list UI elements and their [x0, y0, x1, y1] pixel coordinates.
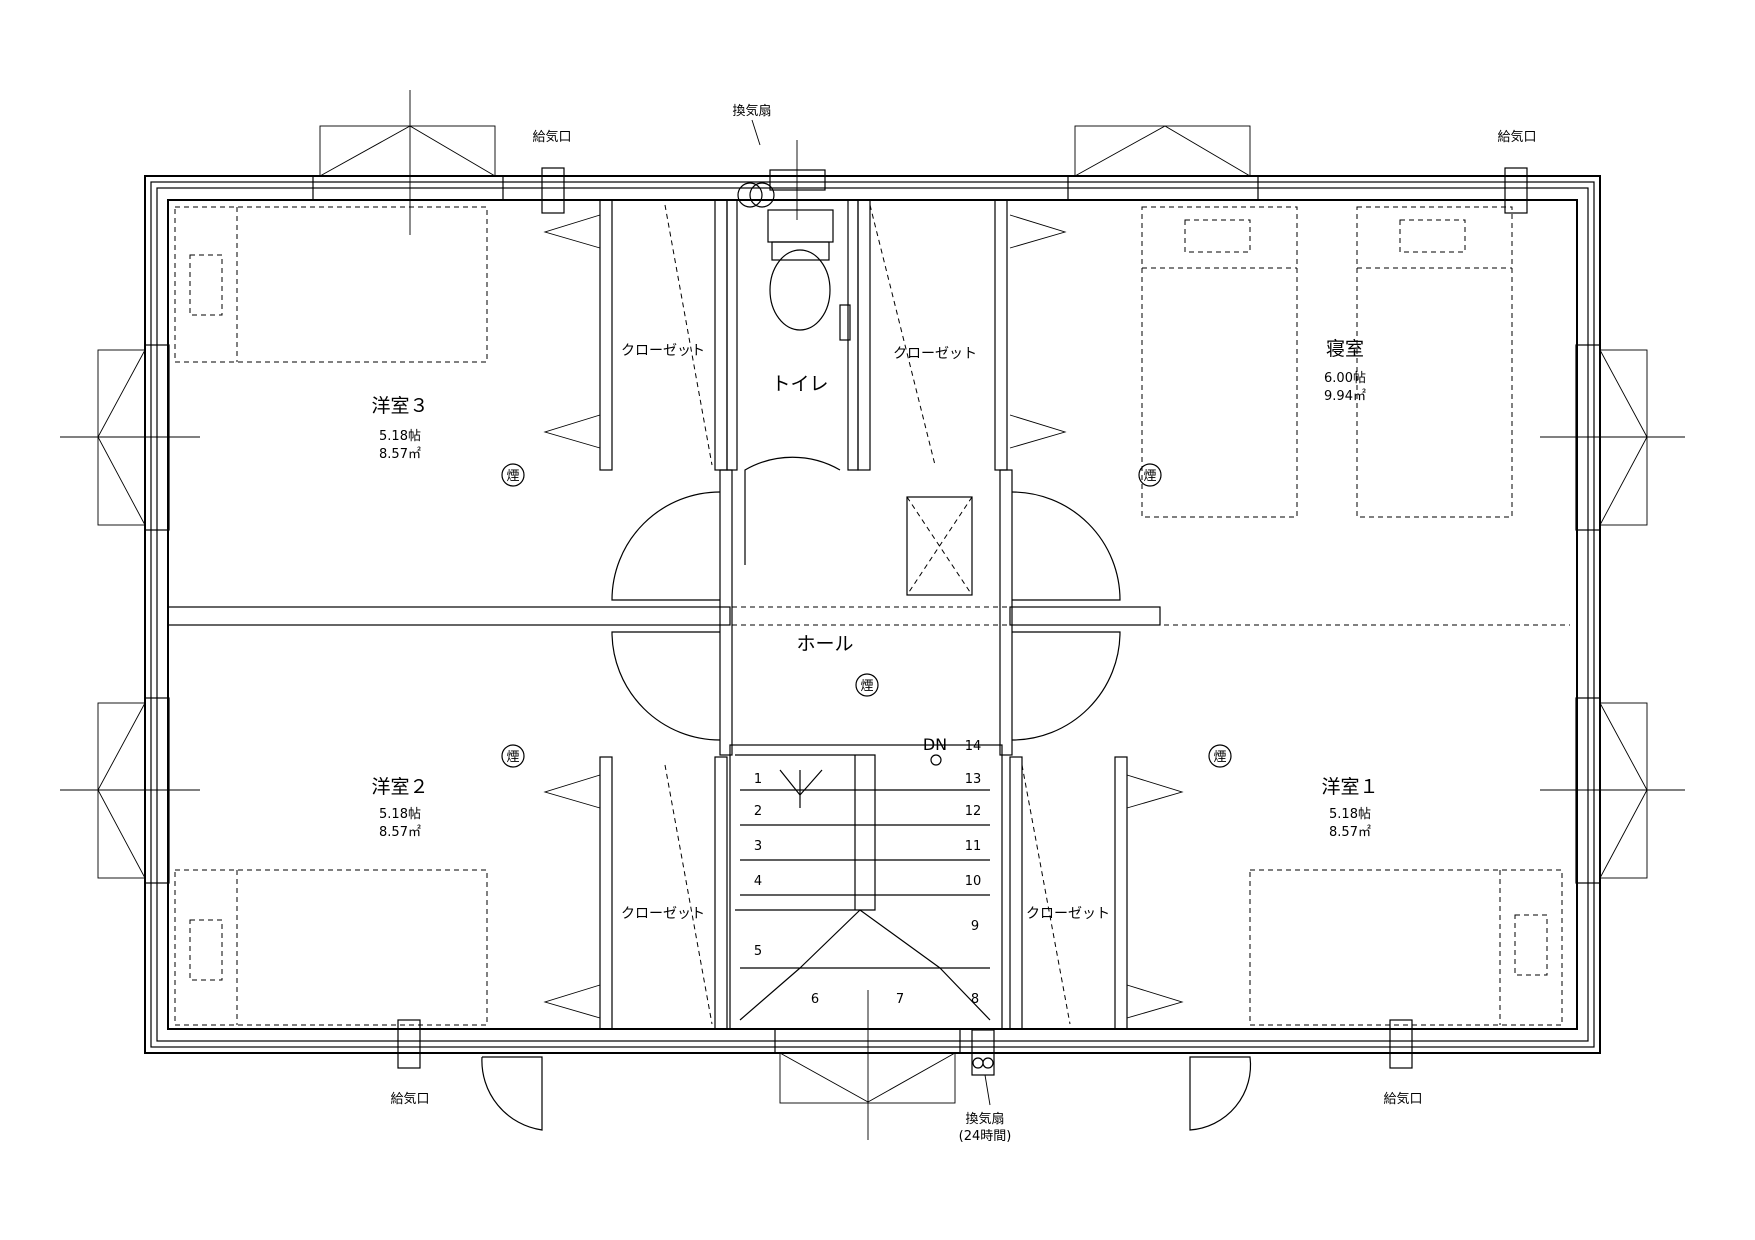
room-name-toilet: トイレ	[771, 373, 828, 395]
room-name: 寝室	[1326, 338, 1364, 360]
stair-step-number: 10	[965, 874, 982, 889]
air-inlet-label: 給気口	[1497, 129, 1536, 145]
stair-step-number: 12	[965, 804, 982, 819]
room-label-western3: 洋室３ 5.18帖 8.57㎡	[371, 395, 428, 462]
room-name: 洋室２	[371, 776, 428, 798]
stair-step-number: 2	[754, 804, 762, 819]
room-label-bedroom: 寝室 6.00帖 9.94㎡	[1324, 338, 1366, 404]
stair-step-number: 4	[754, 874, 762, 889]
stair-step-number: 1	[754, 772, 762, 787]
room-tatami: 5.18帖	[379, 429, 421, 444]
stair-step-number: 11	[965, 839, 982, 854]
closet-label: クローゼット	[1026, 906, 1110, 922]
room-sqm: 8.57㎡	[379, 825, 421, 840]
stair-step-number: 8	[971, 992, 979, 1007]
room-sqm: 8.57㎡	[1329, 825, 1371, 840]
room-name-hall: ホール	[796, 633, 853, 655]
stairs-dn-label: DN	[923, 735, 947, 754]
air-inlet-label: 給気口	[390, 1091, 429, 1107]
smoke-detectors: 煙 煙 煙 煙 煙	[501, 463, 1232, 768]
room-name: 洋室１	[1321, 776, 1378, 798]
smoke-detector-icon: 煙	[860, 679, 873, 694]
room-sqm: 8.57㎡	[379, 447, 421, 462]
toilet-fixture	[737, 182, 851, 341]
smoke-detector-icon: 煙	[506, 469, 519, 484]
stair-step-number: 6	[811, 992, 819, 1007]
vent-fan-label: 換気扇	[732, 103, 771, 119]
closet-label: クローゼット	[893, 346, 977, 362]
room-name: 洋室３	[371, 395, 428, 417]
air-inlet-markers	[397, 167, 1528, 1076]
room-tatami: 5.18帖	[379, 807, 421, 822]
stair-step-number: 7	[896, 992, 904, 1007]
staircase	[735, 754, 991, 1021]
stair-step-number: 14	[965, 739, 982, 754]
stair-step-number: 3	[754, 839, 762, 854]
closet-label: クローゼット	[621, 906, 705, 922]
room-tatami: 5.18帖	[1329, 807, 1371, 822]
room-sqm: 9.94㎡	[1324, 389, 1366, 404]
smoke-detector-icon: 煙	[506, 750, 519, 765]
smoke-detector-icon: 煙	[1143, 469, 1156, 484]
room-label-western1: 洋室１ 5.18帖 8.57㎡	[1321, 776, 1378, 840]
doors	[481, 214, 1252, 1131]
air-inlet-label: 給気口	[532, 129, 571, 145]
vent-fan-24h-label: (24時間)	[959, 1129, 1012, 1144]
interior-walls	[167, 199, 1161, 1030]
stair-step-number: 13	[965, 772, 982, 787]
air-inlet-label: 給気口	[1383, 1091, 1422, 1107]
smoke-detector-icon: 煙	[1213, 750, 1226, 765]
stair-step-number: 9	[971, 919, 979, 934]
exterior-wall	[144, 175, 1601, 1054]
windows	[60, 90, 1685, 1140]
room-label-western2: 洋室２ 5.18帖 8.57㎡	[371, 776, 428, 840]
stair-step-number: 5	[754, 944, 762, 959]
vent-fan-label: 換気扇	[965, 1111, 1004, 1127]
furniture-outlines	[174, 204, 1570, 1026]
closet-label: クローゼット	[621, 343, 705, 359]
room-tatami: 6.00帖	[1324, 371, 1366, 386]
